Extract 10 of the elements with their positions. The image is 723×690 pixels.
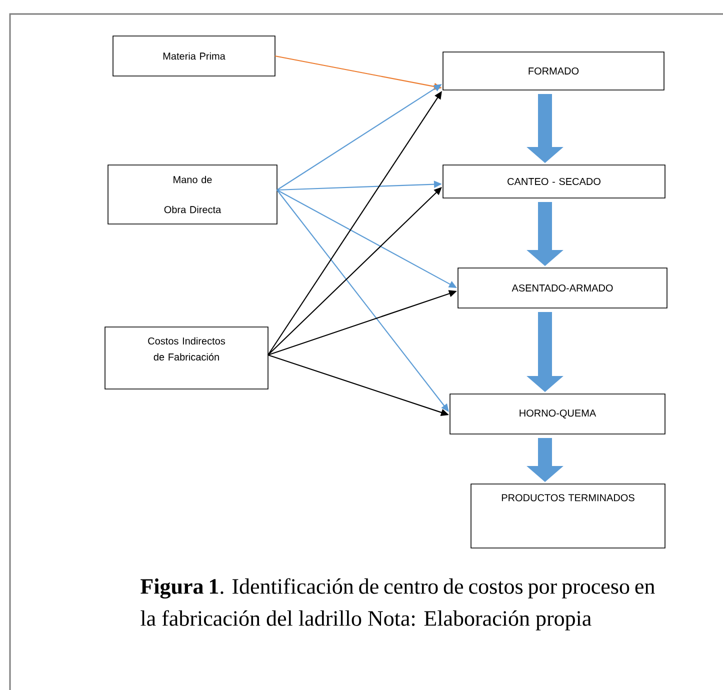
process-box: Mano de Obra Directa: [108, 164, 278, 224]
process-box: PRODUCTOS TERMINADOS: [470, 484, 666, 548]
process-box: FORMADO: [442, 52, 664, 90]
process-box: Materia Prima: [112, 36, 276, 76]
process-box: CANTEO - SECADO: [442, 164, 666, 198]
process-box: Costos Indirectos de Fabricación: [104, 326, 268, 390]
arrow: [268, 187, 442, 356]
caption: Figura 1. Identificación de centro de costos por proceso en la fabricación del ladrillo Nota: Elaboración propia: [140, 578, 655, 630]
process-box: HORNO-QUEMA: [450, 394, 666, 434]
process-box: ASENTADO-ARMADO: [458, 268, 668, 308]
